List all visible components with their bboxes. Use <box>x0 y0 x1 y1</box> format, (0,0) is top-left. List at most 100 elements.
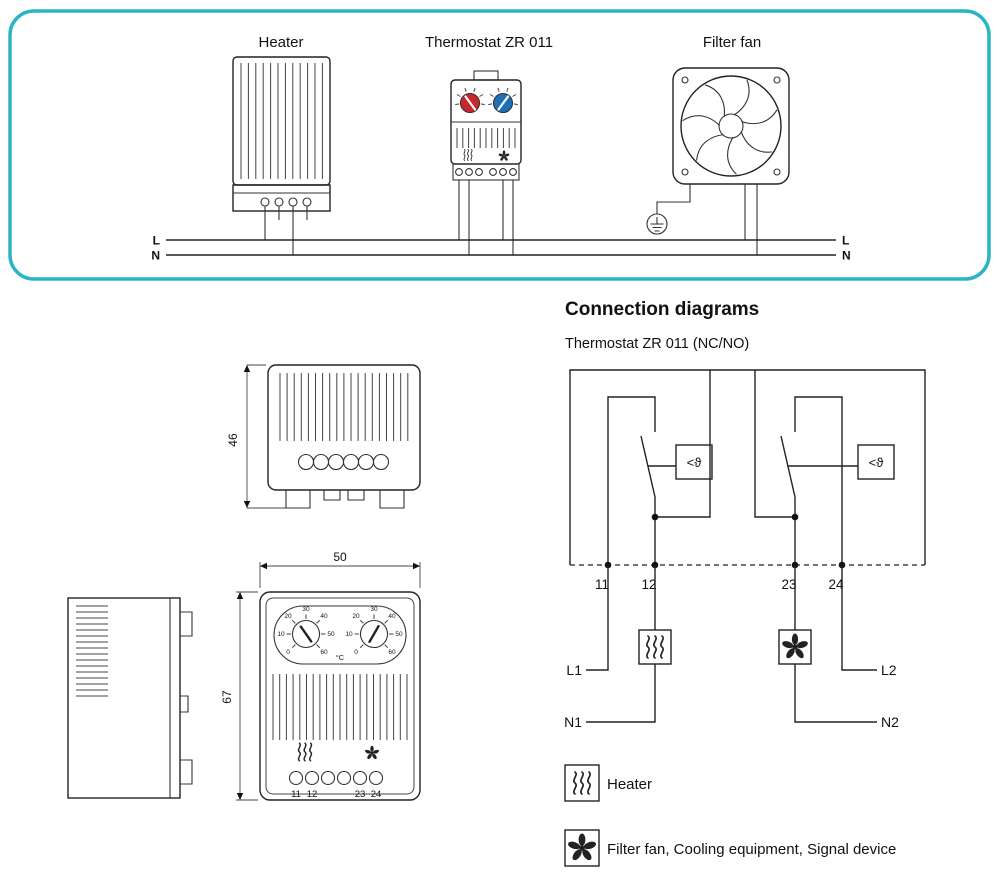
connection-title: Connection diagrams <box>565 299 759 320</box>
dial-label: 50 <box>395 631 403 638</box>
heater-terminal <box>274 197 284 207</box>
heater-fins <box>240 63 323 179</box>
front-terminal <box>352 770 368 786</box>
terminal-label-24: 24 <box>828 577 844 592</box>
rear-body <box>267 364 421 491</box>
dial-label: 60 <box>388 649 396 656</box>
rear-terminal <box>327 453 345 471</box>
rear-fins <box>279 373 409 441</box>
dial-label: 40 <box>388 613 396 620</box>
fan-wires <box>656 184 758 255</box>
rear-terminal <box>312 453 330 471</box>
front-terminal <box>320 770 336 786</box>
rail-l-left-label: L <box>153 234 160 248</box>
connection-diagram: Connection diagrams Thermostat ZR 011 (N… <box>564 299 926 867</box>
thermostat-terminal <box>489 168 497 176</box>
front-body <box>259 591 421 801</box>
nc-circuit: <ϑ 11 12 L1 N1 <box>564 370 713 730</box>
dial-scale-labels: 0 10 20 30 40 50 60 0 10 20 30 40 50 60 <box>277 606 403 656</box>
sensor-symbol-label: <ϑ <box>869 455 885 470</box>
depth-dimension-label: 46 <box>226 433 240 447</box>
sensor-symbol-label: <ϑ <box>687 455 703 470</box>
legend: Heater Filter fan, Cooling equipment, Si… <box>564 764 896 867</box>
dial-label: 50 <box>327 631 335 638</box>
terminal-label-11: 11 <box>595 577 609 592</box>
front-terminal-label: 12 <box>307 789 318 800</box>
fan-hub <box>718 113 744 139</box>
fan-screw <box>773 76 781 84</box>
l2-label: L2 <box>881 662 897 678</box>
heater-wires <box>264 206 308 255</box>
rail-l-right-label: L <box>842 234 849 248</box>
n1-label: N1 <box>564 714 582 730</box>
no-circuit: <ϑ 23 24 L2 N2 <box>754 370 899 730</box>
thermostat-terminal <box>475 168 483 176</box>
fan-screw <box>773 168 781 176</box>
rail-n-left-label: N <box>151 249 160 263</box>
fan-drawing <box>646 67 790 255</box>
heater-terminal <box>260 197 270 207</box>
side-fins <box>76 605 108 697</box>
thermostat-drawing <box>450 70 522 255</box>
front-terminal <box>368 770 384 786</box>
fan-blades <box>682 79 778 175</box>
front-terminal-label: 24 <box>371 789 382 800</box>
dial-label: 20 <box>284 613 292 620</box>
dial-label: 0 <box>354 649 358 656</box>
thermostat-terminal <box>455 168 463 176</box>
side-view-drawing <box>67 597 193 799</box>
thermostat-terminal-strip <box>452 163 520 181</box>
heater-terminal-base <box>232 184 331 212</box>
terminal-label-23: 23 <box>781 577 796 592</box>
height-dimension-label: 67 <box>220 690 234 704</box>
l1-label: L1 <box>566 662 582 678</box>
dial-label: 30 <box>302 606 310 613</box>
dial-label: 0 <box>286 649 290 656</box>
front-fins <box>272 674 408 740</box>
fan-screw <box>681 76 689 84</box>
front-terminal-label: 23 <box>355 789 366 800</box>
legend-fan-label: Filter fan, Cooling equipment, Signal de… <box>607 841 896 858</box>
rear-terminal <box>372 453 390 471</box>
dial-label: 10 <box>277 631 285 638</box>
rear-mounting-clips <box>285 490 405 509</box>
side-clips <box>180 611 193 785</box>
legend-fan-box <box>564 829 600 867</box>
fan-device-label: Filter fan <box>703 34 761 51</box>
front-terminal-label: 11 <box>291 789 301 800</box>
thermostat-terminal <box>509 168 517 176</box>
front-view-drawing: 0 10 20 30 40 50 60 0 10 20 30 40 50 60 … <box>220 550 421 801</box>
thermostat-terminal <box>499 168 507 176</box>
legend-heater-label: Heater <box>607 776 652 793</box>
earth-symbol <box>646 213 668 235</box>
thermostat-wires <box>458 180 514 255</box>
equipment-wiring-panel: Heater Thermostat ZR 011 Filter fan <box>8 9 991 281</box>
thermostat-mount-tab <box>473 70 499 81</box>
rear-terminal <box>357 453 375 471</box>
rear-terminal <box>297 453 315 471</box>
heater-terminal <box>288 197 298 207</box>
dial-tick-marks <box>286 614 326 649</box>
connection-subtitle: Thermostat ZR 011 (NC/NO) <box>565 336 749 352</box>
thermostat-device-label: Thermostat ZR 011 <box>425 34 553 51</box>
thermostat-vents <box>456 128 516 148</box>
rear-view-drawing: 46 <box>226 364 421 509</box>
temperature-sensor-box <box>675 444 713 480</box>
dimension-drawings: 46 0 10 20 30 40 50 <box>67 364 421 801</box>
temperature-sensor-box <box>857 444 895 480</box>
rear-terminal <box>342 453 360 471</box>
supply-rails <box>166 239 836 256</box>
heater-terminal <box>302 197 312 207</box>
fan-frame <box>672 67 790 185</box>
legend-heater-box <box>564 764 600 802</box>
dial-label: 10 <box>345 631 353 638</box>
front-terminal <box>336 770 352 786</box>
heater-device-label: Heater <box>258 34 303 51</box>
dial-label: 20 <box>352 613 360 620</box>
dial-tick-marks <box>455 87 485 106</box>
terminal-label-12: 12 <box>641 577 656 592</box>
width-dimension-label: 50 <box>333 550 347 564</box>
fan-ring <box>680 75 782 177</box>
rail-n-right-label: N <box>842 249 851 263</box>
